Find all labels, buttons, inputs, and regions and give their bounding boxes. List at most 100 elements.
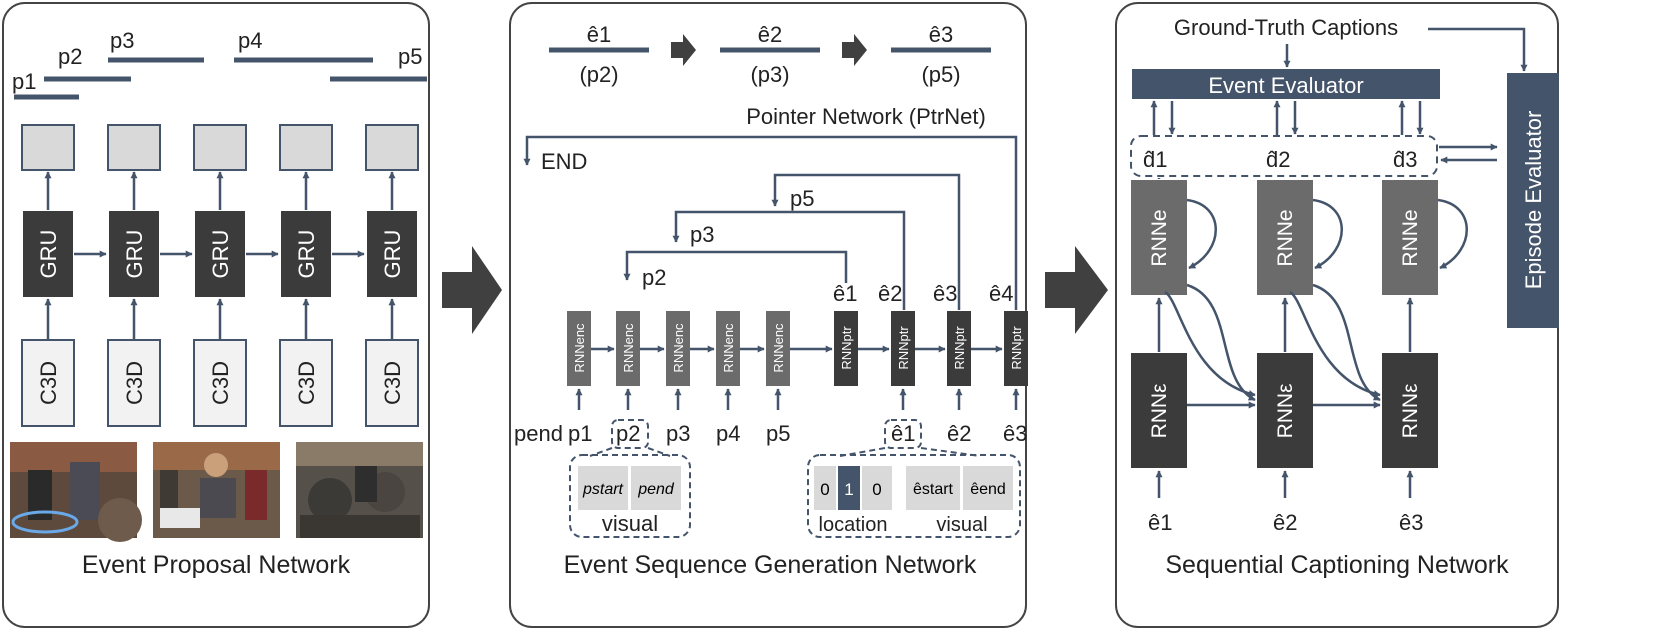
gru-label: GRU	[380, 230, 405, 279]
proposal-bars	[14, 57, 427, 100]
gru-label: GRU	[122, 230, 147, 279]
rnn-eps-label: RNNε	[1148, 384, 1171, 439]
proposal-labels: p1 p2 p3 p4 p5	[12, 28, 422, 94]
proposal-column-3: GRU C3D	[193, 124, 247, 427]
video-frame-1	[10, 442, 142, 542]
proposal-column-4: GRU C3D	[279, 124, 333, 427]
description-d1: d̂1	[1143, 147, 1167, 172]
rnn-enc-label: RNNenc	[572, 323, 587, 373]
ptr-output-e4: ê4	[989, 281, 1013, 306]
flow-arrow-1	[442, 246, 502, 334]
pointer-label-p5: p5	[790, 186, 814, 211]
rnn-ptr-label: RNNptr	[1009, 326, 1024, 370]
proposal-column-1: GRU C3D	[21, 124, 75, 427]
output-pointer-p3: (p3)	[750, 62, 789, 87]
captioning-arrows	[1155, 178, 1468, 498]
rnn-eps-label: RNNε	[1399, 384, 1422, 439]
description-d2: d̂2	[1266, 147, 1290, 172]
pstart-label: pstart	[582, 481, 624, 498]
c3d-label: C3D	[294, 361, 319, 405]
encoder-inputs: pend p1 p2 p3 p4 p5 ê1 ê2 ê3	[514, 421, 1027, 446]
ptr-output-e3: ê3	[933, 281, 957, 306]
caption-input-e2: ê2	[1273, 510, 1297, 535]
pend-label: pend	[637, 481, 675, 498]
rnn-ptr-label: RNNptr	[896, 326, 911, 370]
sequence-arrow-1	[671, 34, 696, 66]
description-d3: d̂3	[1393, 147, 1417, 172]
location-value-1: 1	[844, 480, 853, 499]
flow-arrow-2	[1045, 246, 1108, 334]
event-evaluator-label: Event Evaluator	[1208, 73, 1363, 98]
pointer-lines	[523, 135, 1018, 310]
enc-input-p4: p4	[716, 421, 740, 446]
ptr-output-e1: ê1	[833, 281, 857, 306]
enc-input-p1: p1	[568, 421, 592, 446]
panel2-title: Event Sequence Generation Network	[564, 551, 977, 579]
ptr-output-e2: ê2	[878, 281, 902, 306]
proposal-column-2: GRU C3D	[107, 124, 161, 427]
output-pointer-p2: (p2)	[579, 62, 618, 87]
ptr-input-e1: ê1	[891, 421, 915, 446]
enc-input-p5: p5	[766, 421, 790, 446]
location-value-2: 0	[872, 480, 881, 499]
enc-input-p3: p3	[666, 421, 690, 446]
eend-label: êend	[970, 481, 1006, 498]
caption-input-e1: ê1	[1148, 510, 1172, 535]
pointer-label-p2: p2	[642, 265, 666, 290]
event-visual-caption: visual	[936, 514, 987, 536]
c3d-label: C3D	[36, 361, 61, 405]
rnn-e-label: RNNe	[1274, 209, 1297, 266]
enc-input-pend: pend	[514, 421, 563, 446]
proposal-label-p2: p2	[58, 44, 82, 69]
rnn-e-label: RNNe	[1148, 209, 1171, 266]
ptr-input-e2: ê2	[947, 421, 971, 446]
enc-input-p2: p2	[616, 421, 640, 446]
location-caption: location	[819, 514, 888, 536]
proposal-label-p3: p3	[110, 28, 134, 53]
episode-evaluator-label: Episode Evaluator	[1521, 111, 1546, 290]
evaluator-arrows	[1150, 27, 1528, 164]
proposal-feature-callout: pstart pend visual	[569, 419, 691, 538]
gru-label: GRU	[36, 230, 61, 279]
rnn-ptr-label: RNNptr	[839, 326, 854, 370]
ptrnet-label: Pointer Network (PtrNet)	[746, 104, 986, 129]
rnn-enc-label: RNNenc	[621, 323, 636, 373]
gru-label: GRU	[294, 230, 319, 279]
video-frame-3	[296, 442, 423, 538]
proposal-label-p4: p4	[238, 28, 262, 53]
c3d-label: C3D	[122, 361, 147, 405]
proposal-column-5: GRU C3D	[365, 124, 419, 427]
rnn-ptr-label: RNNptr	[952, 326, 967, 370]
panel3-title: Sequential Captioning Network	[1165, 551, 1509, 579]
panel1-title: Event Proposal Network	[82, 551, 351, 579]
output-label-e1: ê1	[587, 22, 611, 47]
end-label: END	[541, 149, 587, 174]
proposal-label-p5: p5	[398, 44, 422, 69]
caption-input-e3: ê3	[1399, 510, 1423, 535]
ground-truth-label: Ground-Truth Captions	[1174, 15, 1398, 40]
output-sequence: ê1 ê2 ê3 (p2) (p3) (p5)	[549, 22, 991, 87]
c3d-label: C3D	[208, 361, 233, 405]
event-evaluator-box	[1132, 69, 1440, 99]
rnn-e-label: RNNe	[1399, 209, 1422, 266]
sequence-arrow-2	[842, 34, 867, 66]
output-label-e2: ê2	[758, 22, 782, 47]
proposal-arrows	[44, 171, 396, 339]
ptr-input-e3: ê3	[1003, 421, 1027, 446]
gru-label: GRU	[208, 230, 233, 279]
output-label-e3: ê3	[929, 22, 953, 47]
output-pointer-p5: (p5)	[921, 62, 960, 87]
video-frame-2	[153, 442, 280, 538]
rnn-enc-label: RNNenc	[771, 323, 786, 373]
proposal-visual-caption: visual	[602, 511, 658, 536]
rnn-enc-label: RNNenc	[721, 323, 736, 373]
captioning-rnns: RNNe RNNe RNNe RNNε RNNε RNNε	[1131, 180, 1438, 468]
descriptions-group	[1130, 135, 1438, 177]
rnn-enc-label: RNNenc	[671, 323, 686, 373]
location-value-0: 0	[820, 480, 829, 499]
event-feature-callout: 0 1 0 êstart êend location visual	[807, 419, 1021, 538]
c3d-label: C3D	[380, 361, 405, 405]
chain-arrows	[575, 345, 1020, 410]
rnn-eps-label: RNNε	[1274, 384, 1297, 439]
